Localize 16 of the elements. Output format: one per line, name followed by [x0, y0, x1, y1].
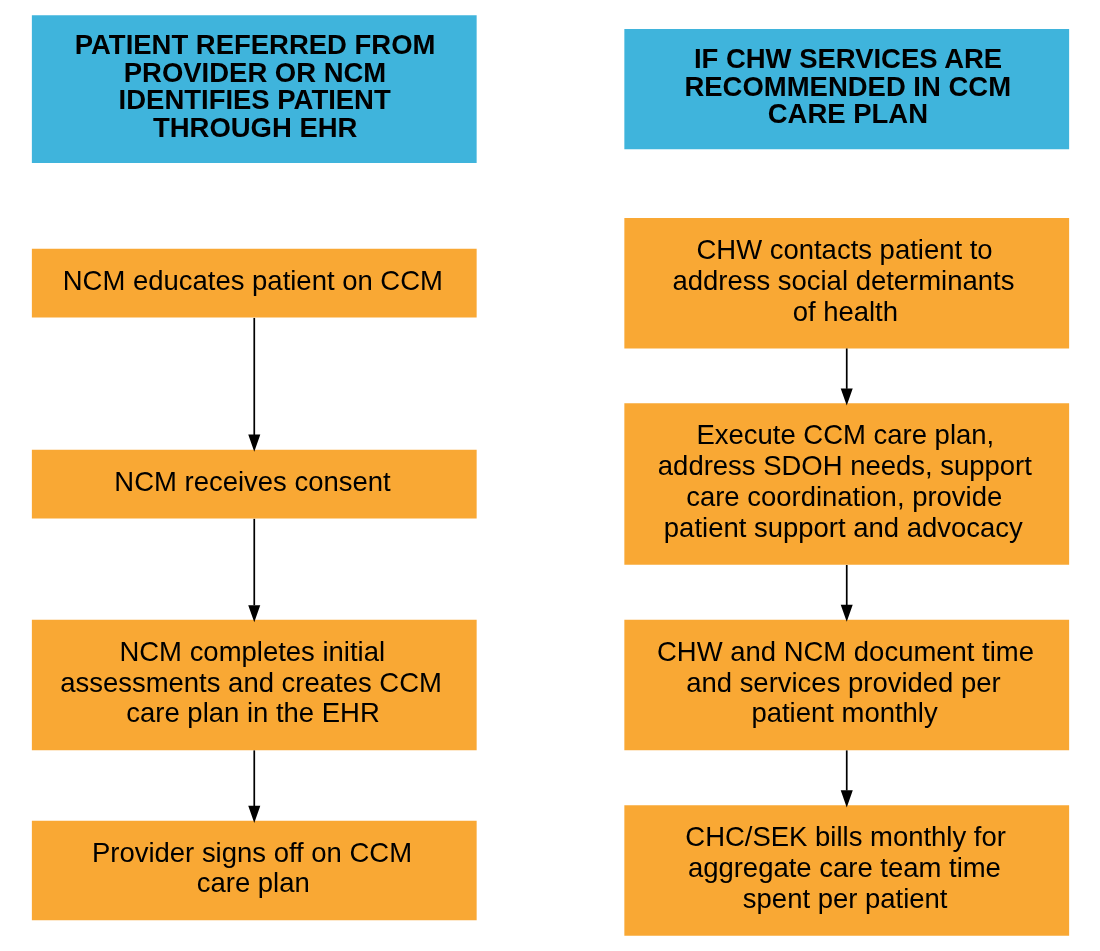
- arrow: [247, 749, 260, 823]
- node-box: Execute CCM care plan, address SDOH needs, support care coordination, provide patient support and advocacy: [623, 403, 1069, 565]
- node-box: NCM completes initial assessments and creates CCM care plan in the EHR: [31, 619, 477, 751]
- node-box: NCM receives consent: [31, 449, 477, 519]
- arrow: [247, 518, 260, 623]
- node-box: NCM educates patient on CCM: [31, 248, 477, 318]
- arrow: [840, 564, 853, 622]
- node-box: IF CHW SERVICES ARE RECOMMENDED IN CCM CARE PLAN: [623, 29, 1069, 150]
- node-box: PATIENT REFERRED FROM PROVIDER OR NCM IDENTIFIES PATIENT THROUGH EHR: [31, 15, 477, 163]
- node-box: CHC/SEK bills monthly for aggregate care team time spent per patient: [623, 805, 1069, 936]
- node-box: CHW and NCM document time and services provided per patient monthly: [623, 619, 1069, 751]
- node-box: CHW contacts patient to address social determinants of health: [623, 217, 1069, 349]
- arrow: [840, 749, 853, 808]
- node-box: Provider signs off on CCM care plan: [31, 820, 477, 921]
- arrow: [247, 317, 260, 452]
- arrow: [840, 347, 853, 406]
